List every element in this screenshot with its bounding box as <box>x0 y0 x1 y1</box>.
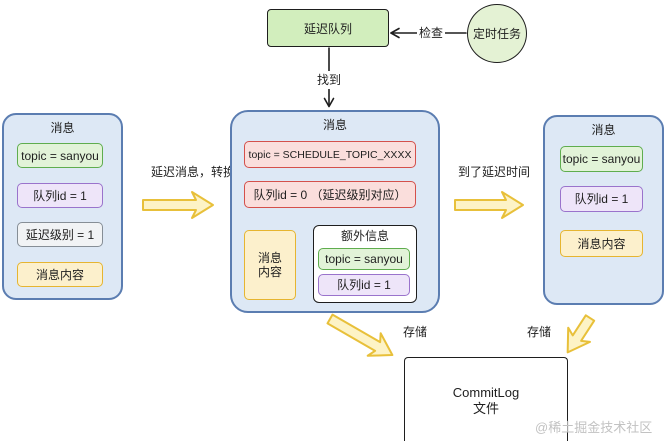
delayed-message-panel: 消息 topic = SCHEDULE_TOPIC_XXXX 队列id = 0 … <box>230 110 440 313</box>
restored-topic-field: topic = sanyou <box>560 146 643 172</box>
extra-queue-id-field: 队列id = 1 <box>318 274 410 296</box>
commitlog-title: CommitLog <box>452 385 520 400</box>
convert-label: 延迟消息，转换 <box>151 164 236 180</box>
restored-queue-id-field: 队列id = 1 <box>560 186 643 212</box>
delayed-content-line-1: 消息 <box>257 251 282 265</box>
restored-content-field: 消息内容 <box>560 230 643 257</box>
store-left-arrow <box>326 313 394 357</box>
restored-message-title: 消息 <box>591 123 616 137</box>
original-message-panel: 消息 topic = sanyou 队列id = 1 延迟级别 = 1 消息内容 <box>2 113 123 300</box>
commitlog-file-node: CommitLog 文件 <box>404 357 568 441</box>
delayed-message-title: 消息 <box>322 118 347 132</box>
original-content-field: 消息内容 <box>17 262 103 287</box>
delayed-topic-field: topic = SCHEDULE_TOPIC_XXXX <box>244 141 416 168</box>
scheduled-task-label: 定时任务 <box>472 27 521 41</box>
convert-arrow <box>142 191 214 219</box>
original-message-title: 消息 <box>50 121 75 135</box>
original-delay-level-field: 延迟级别 = 1 <box>17 222 103 247</box>
delayed-queue-id-field: 队列id = 0 （延迟级别对应） <box>244 181 416 208</box>
delay-queue-label: 延迟队列 <box>303 21 352 36</box>
delayed-content-field: 消息 内容 <box>244 230 296 300</box>
found-label: 找到 <box>317 71 342 89</box>
commitlog-subtitle: 文件 <box>472 401 499 416</box>
check-arrowhead <box>390 27 400 39</box>
store-left-label: 存储 <box>403 325 428 339</box>
delay-queue-node: 延迟队列 <box>267 9 389 47</box>
delay-reached-label: 到了延迟时间 <box>458 164 531 180</box>
delay-reached-arrow <box>454 191 524 219</box>
found-arrowhead <box>323 97 335 108</box>
store-right-label: 存储 <box>527 325 552 339</box>
original-queue-id-field: 队列id = 1 <box>17 183 103 208</box>
watermark: @稀土掘金技术社区 <box>535 420 653 435</box>
scheduled-task-node: 定时任务 <box>467 4 527 63</box>
store-right-arrow <box>566 314 596 354</box>
check-label: 检查 <box>417 25 446 41</box>
delayed-content-line-2: 内容 <box>257 265 282 279</box>
extra-topic-field: topic = sanyou <box>318 248 410 270</box>
extra-info-box: 额外信息 topic = sanyou 队列id = 1 <box>313 225 417 303</box>
original-topic-field: topic = sanyou <box>17 143 103 168</box>
restored-message-panel: 消息 topic = sanyou 队列id = 1 消息内容 <box>543 115 664 305</box>
extra-info-title: 额外信息 <box>340 229 389 243</box>
